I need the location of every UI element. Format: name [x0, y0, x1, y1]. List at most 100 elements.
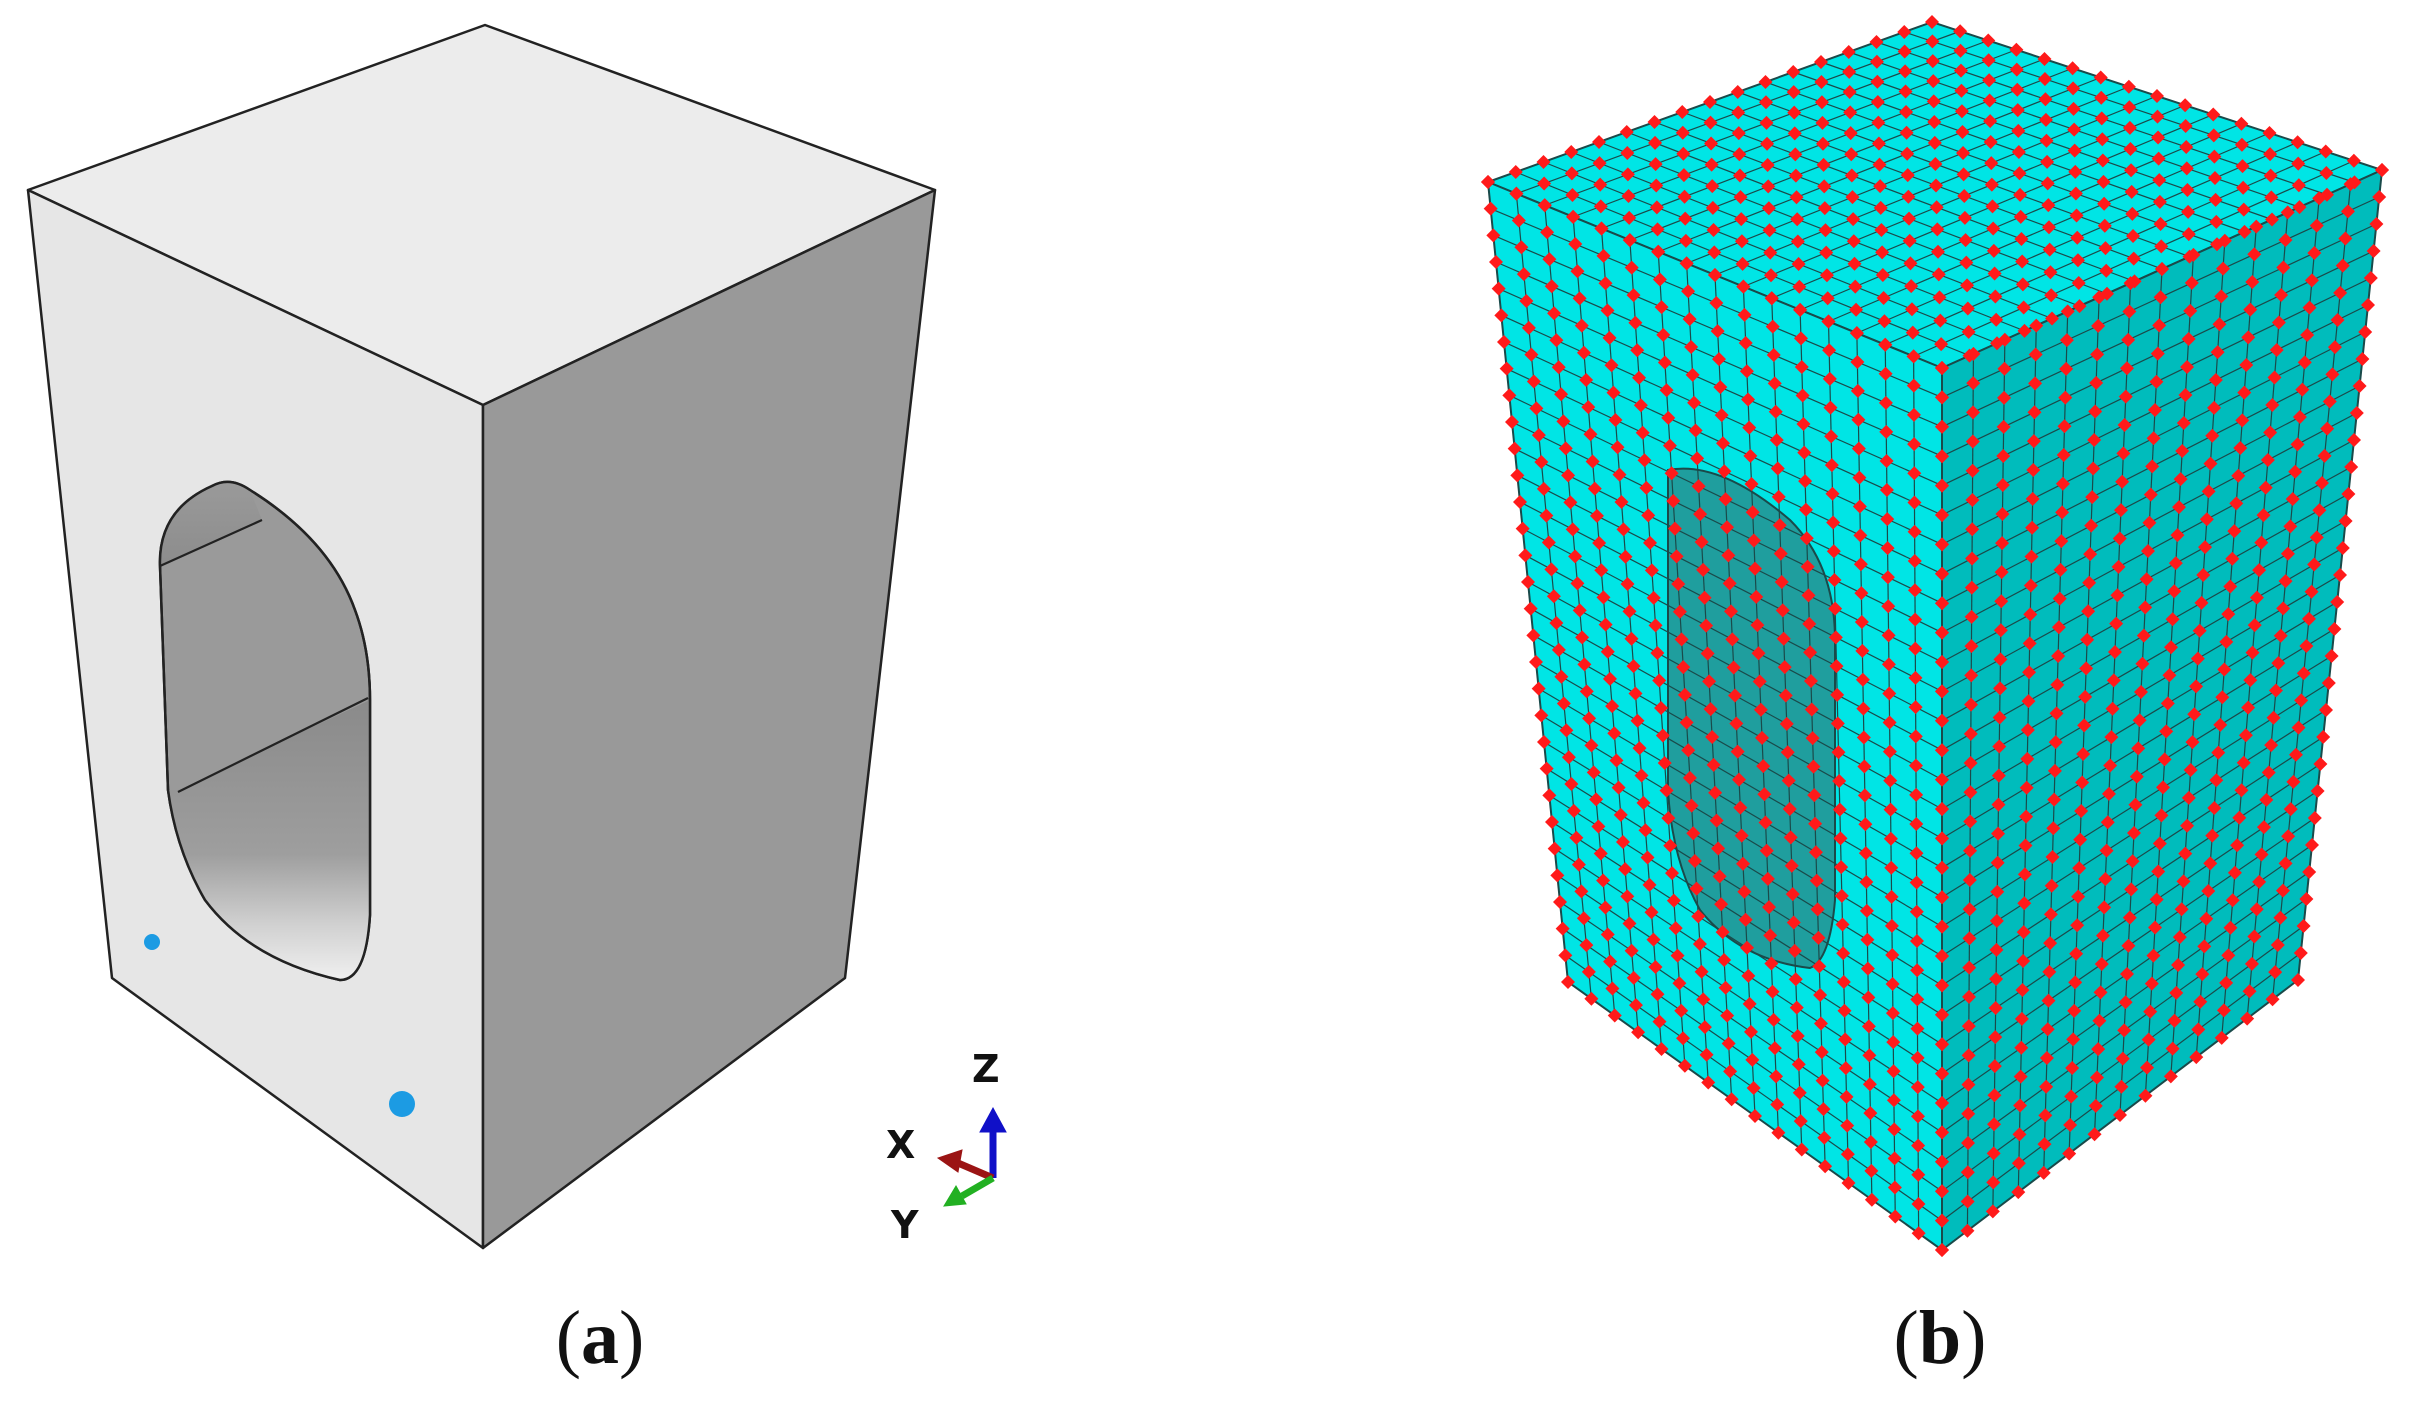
mesh-node	[2071, 276, 2086, 291]
mesh-node	[1646, 590, 1661, 605]
mesh-node	[1935, 478, 1949, 493]
mesh-node	[1684, 798, 1699, 813]
mesh-node	[1561, 975, 1575, 989]
mesh-node	[1708, 785, 1723, 800]
mesh-node	[1832, 773, 1847, 788]
mesh-node	[1934, 337, 1949, 352]
mesh-node	[2319, 703, 2333, 717]
mesh-node	[2225, 893, 2240, 908]
mesh-node	[2088, 404, 2103, 419]
mesh-node	[1932, 290, 1947, 305]
mesh-node	[1904, 279, 1919, 294]
mesh-node	[2036, 1165, 2051, 1180]
mesh-node	[1836, 946, 1851, 961]
mesh-node	[2125, 206, 2140, 221]
mesh-node	[1729, 716, 1744, 731]
mesh-node	[1624, 943, 1639, 958]
mesh-node	[1787, 105, 1802, 120]
mesh-node	[1786, 915, 1801, 930]
mesh-node	[2101, 786, 2116, 801]
mesh-node	[1962, 960, 1977, 975]
mesh-node	[1574, 318, 1589, 333]
mesh-node	[1928, 157, 1943, 172]
mesh-node	[2294, 693, 2309, 708]
mesh-node	[2038, 92, 2053, 107]
mesh-node	[1789, 1000, 1804, 1015]
mesh-node	[1878, 395, 1893, 410]
mesh-node	[1881, 599, 1896, 614]
mesh-node	[2141, 1032, 2156, 1047]
mesh-node	[2131, 741, 2146, 756]
mesh-node	[2256, 508, 2271, 523]
mesh-node	[2273, 910, 2288, 925]
mesh-node	[1558, 948, 1573, 963]
mesh-node	[2015, 277, 2030, 292]
mesh-node	[1927, 114, 1942, 129]
mesh-node	[2245, 274, 2260, 289]
mesh-node	[1911, 1138, 1926, 1153]
mesh-node	[1790, 234, 1805, 249]
mesh-node	[1607, 1008, 1622, 1023]
mesh-node	[2084, 518, 2099, 533]
mesh-node	[1666, 493, 1681, 508]
mesh-node	[1545, 815, 1559, 829]
mesh-node	[1568, 237, 1583, 252]
mesh-node	[2162, 668, 2177, 683]
mesh-node	[1508, 165, 1523, 179]
mesh-node	[1628, 998, 1643, 1013]
mesh-node	[1509, 186, 1524, 201]
mesh-node	[1659, 783, 1674, 798]
mesh-node	[2349, 406, 2364, 420]
mesh-node	[1771, 489, 1786, 504]
mesh-node	[2093, 985, 2108, 1000]
mesh-node	[1846, 234, 1861, 249]
mesh-node	[1926, 74, 1941, 89]
mesh-node	[2112, 531, 2127, 546]
mesh-node	[1886, 1064, 1901, 1079]
mesh-node	[1963, 785, 1978, 800]
mesh-node	[1879, 453, 1894, 468]
mesh-node	[1718, 492, 1733, 507]
mesh-node	[1995, 536, 2010, 551]
mesh-node	[2093, 70, 2108, 85]
mesh-node	[1611, 780, 1626, 795]
mesh-node	[2180, 818, 2195, 833]
mesh-node	[1494, 308, 1509, 323]
mesh-node	[1986, 1146, 2001, 1161]
mesh-node	[2305, 838, 2319, 852]
mesh-node	[2138, 1088, 2153, 1103]
mesh-node	[1626, 970, 1641, 985]
mesh-node	[2080, 632, 2095, 647]
mesh-node	[2258, 480, 2273, 495]
mesh-node	[2266, 710, 2281, 725]
mesh-node	[1794, 1142, 1809, 1157]
mesh-node	[2300, 328, 2315, 342]
mesh-node	[1825, 486, 1840, 501]
mesh-node	[2241, 330, 2256, 345]
mesh-node	[1810, 902, 1825, 917]
mesh-node	[1556, 414, 1571, 429]
mesh-node	[1760, 136, 1775, 151]
mesh-node	[2022, 636, 2037, 651]
mesh-node	[1964, 639, 1979, 654]
mesh-node	[2010, 103, 2025, 118]
mesh-node	[1997, 361, 2012, 376]
mesh-node	[2098, 241, 2113, 256]
mesh-node	[1585, 454, 1600, 469]
mesh-node	[1883, 802, 1898, 817]
mesh-node	[1910, 1050, 1925, 1065]
mesh-node	[1887, 1122, 1902, 1137]
mesh-node	[2314, 476, 2329, 491]
mesh-node	[1570, 264, 1585, 279]
mesh-node	[2361, 298, 2375, 312]
mesh-node	[1521, 575, 1535, 589]
mesh-node	[2211, 745, 2226, 760]
mesh-node	[2205, 428, 2220, 443]
mesh-node	[1716, 436, 1730, 451]
mesh-node	[2206, 107, 2221, 122]
mesh-node	[1672, 604, 1687, 619]
mesh-node	[1691, 909, 1706, 924]
mesh-node	[2063, 1118, 2078, 1133]
mesh-node	[1633, 398, 1648, 413]
mesh-node	[2067, 1003, 2082, 1018]
